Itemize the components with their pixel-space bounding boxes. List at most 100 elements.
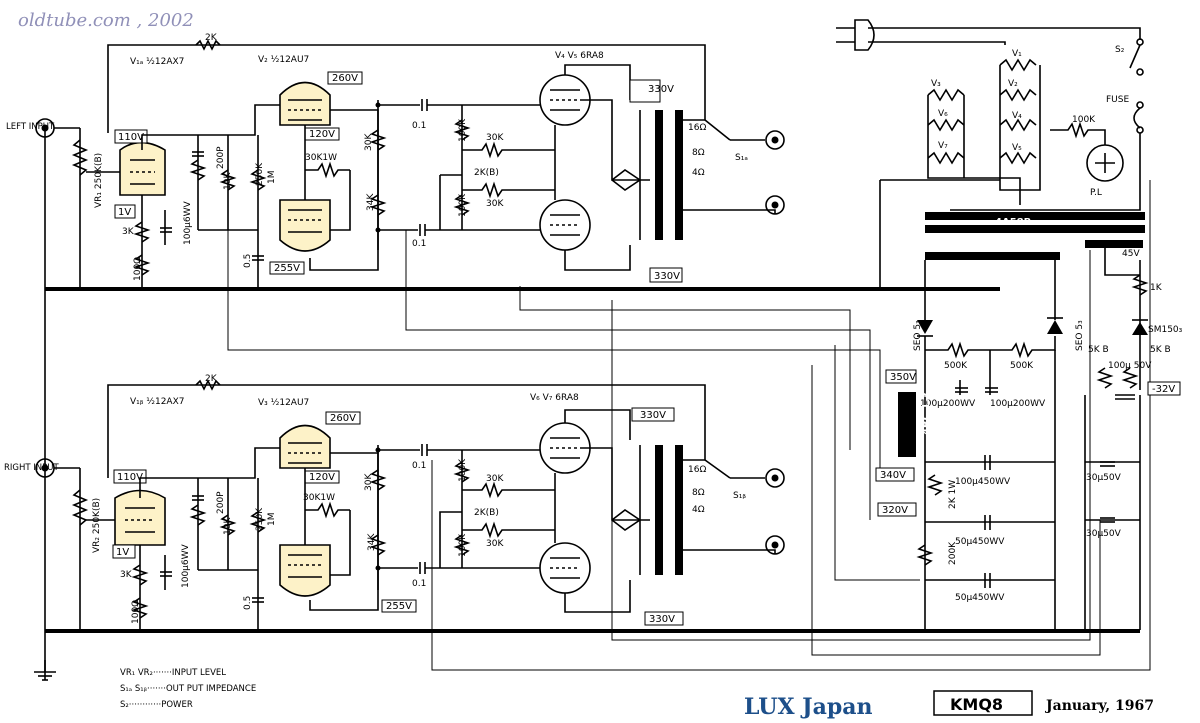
svg-text:3K: 3K	[122, 227, 135, 237]
vr1-pot	[71, 139, 89, 176]
svg-text:100μ6WV: 100μ6WV	[183, 200, 193, 245]
svg-text:100Ω: 100Ω	[131, 600, 141, 624]
svg-text:100μ6WV: 100μ6WV	[181, 543, 191, 588]
model-box	[933, 690, 1033, 716]
svg-text:100Ω: 100Ω	[133, 257, 143, 281]
svg-text:1M: 1M	[267, 171, 277, 185]
svg-text:350V: 350V	[890, 372, 916, 383]
output-transformer-upper	[639, 110, 683, 240]
svg-text:100μ200WV: 100μ200WV	[920, 399, 976, 409]
v1a-label: V₁ₐ ½12AX7	[130, 57, 184, 67]
svg-text:34K: 34K	[366, 193, 376, 211]
fuse-icon	[1133, 107, 1141, 129]
svg-text:5K B: 5K B	[1150, 345, 1171, 355]
svg-text:330V: 330V	[649, 614, 675, 625]
tube-v2-upper	[279, 81, 331, 126]
svg-text:30K: 30K	[364, 473, 374, 491]
watermark: oldtube.com , 2002	[18, 10, 194, 31]
svg-text:100K: 100K	[1072, 115, 1096, 125]
svg-text:30K: 30K	[486, 199, 504, 209]
svg-text:2K: 2K	[205, 33, 218, 43]
svg-text:330V: 330V	[648, 84, 674, 95]
svg-text:OY14-5: OY14-5	[676, 473, 686, 506]
svg-text:50μ450WV: 50μ450WV	[955, 537, 1005, 547]
svg-text:V₂: V₂	[1008, 79, 1018, 89]
svg-text:30K1W: 30K1W	[305, 153, 337, 163]
svg-text:2K(B): 2K(B)	[474, 508, 499, 518]
svg-text:4Ω: 4Ω	[692, 505, 705, 515]
svg-text:VR₂ 250K(B): VR₂ 250K(B)	[92, 498, 102, 553]
svg-text:0.1: 0.1	[412, 121, 426, 131]
svg-text:SEO 5₃: SEO 5₃	[913, 320, 923, 351]
diode-sm150-icon	[1132, 319, 1148, 335]
svg-text:1V: 1V	[116, 547, 129, 558]
power-transformer	[925, 212, 1145, 233]
tube-v3-upper	[279, 424, 331, 469]
svg-text:100K: 100K	[458, 458, 468, 482]
svg-text:0.1: 0.1	[412, 239, 426, 249]
filter-choke	[898, 392, 916, 457]
svg-text:100μ 50V: 100μ 50V	[1108, 361, 1152, 371]
svg-text:-32V: -32V	[1152, 384, 1175, 395]
svg-text:500K: 500K	[1010, 361, 1034, 371]
footer-date: January, 1967	[1044, 698, 1154, 714]
power-transformer-label: 4A58B	[995, 217, 1031, 228]
svg-text:120V: 120V	[309, 129, 335, 140]
v4-label: V₄ V₅ 6RA8	[555, 51, 604, 61]
svg-text:0.1: 0.1	[412, 461, 426, 471]
svg-text:V₇: V₇	[938, 141, 948, 151]
svg-text:330V: 330V	[640, 410, 666, 421]
svg-text:V₃ ½12AU7: V₃ ½12AU7	[258, 398, 309, 408]
svg-text:V₆ V₇ 6RA8: V₆ V₇ 6RA8	[530, 393, 579, 403]
svg-text:5K B: 5K B	[1088, 345, 1109, 355]
power-switch-label: S₂	[1115, 45, 1125, 55]
v2-label: V₂ ½12AU7	[258, 55, 309, 65]
heater-string: V₃ V₆ V₇ V₁ V₂ V₄ V₅	[879, 49, 1041, 289]
speaker-terminal-upper-icon	[765, 130, 785, 215]
svg-text:30K1W: 30K1W	[303, 493, 335, 503]
svg-text:3K: 3K	[120, 570, 133, 580]
svg-text:V₆: V₆	[938, 109, 948, 119]
svg-text:OY14-5: OY14-5	[676, 140, 686, 173]
svg-text:30μ50V: 30μ50V	[1086, 529, 1122, 539]
svg-text:4Ω: 4Ω	[692, 168, 705, 178]
svg-text:30K: 30K	[486, 539, 504, 549]
tube-v1a	[119, 141, 166, 196]
svg-text:P.L: P.L	[1090, 188, 1102, 198]
channel-right: RIGHT INPUT VR₂ 250K(B) V₁ᵦ ½12AX7 2K 11…	[4, 374, 785, 631]
svg-text:110V: 110V	[118, 132, 144, 143]
svg-text:4BC 1.3: 4BC 1.3	[921, 392, 932, 435]
switch-s1a-label: S₁ₐ	[735, 153, 748, 163]
footer-model: KMQ8	[950, 695, 1003, 714]
svg-text:110V: 110V	[117, 472, 143, 483]
tube-v1b	[114, 489, 166, 546]
svg-text:200P: 200P	[216, 146, 226, 169]
svg-text:16Ω: 16Ω	[688, 465, 706, 475]
right-input-label: RIGHT INPUT	[4, 463, 59, 473]
fuse-label: FUSE	[1106, 95, 1129, 105]
svg-text:100K: 100K	[458, 118, 468, 142]
svg-text:16Ω: 16Ω	[688, 123, 706, 133]
svg-text:30μ50V: 30μ50V	[1086, 473, 1122, 483]
svg-text:100K: 100K	[458, 193, 468, 217]
tube-v3-lower	[279, 544, 331, 597]
output-transformer-lower	[639, 445, 683, 575]
svg-text:34K: 34K	[367, 533, 377, 551]
svg-text:SM150₃: SM150₃	[1148, 325, 1183, 335]
svg-text:V₁: V₁	[1012, 49, 1022, 59]
power-supply: S₂ FUSE 100K P.L V₃ V₆ V₇ V₁ V₂ V₄ V₅	[836, 19, 1183, 630]
svg-text:8Ω: 8Ω	[692, 488, 705, 498]
svg-text:30K: 30K	[364, 133, 374, 151]
svg-text:200K: 200K	[948, 541, 958, 565]
svg-text:30K: 30K	[486, 133, 504, 143]
legend: VR₁ VR₂·······INPUT LEVEL S₁ₐ S₁ᵦ·······…	[120, 668, 256, 710]
svg-text:100K: 100K	[458, 533, 468, 557]
tube-v5	[539, 199, 591, 251]
svg-text:2K 1W: 2K 1W	[948, 480, 958, 509]
svg-text:2K(B): 2K(B)	[474, 168, 499, 178]
svg-text:120V: 120V	[309, 472, 335, 483]
svg-text:250K: 250K	[255, 162, 265, 186]
svg-text:V₅: V₅	[1012, 143, 1022, 153]
svg-text:260V: 260V	[330, 413, 356, 424]
svg-text:0.5: 0.5	[243, 254, 253, 268]
